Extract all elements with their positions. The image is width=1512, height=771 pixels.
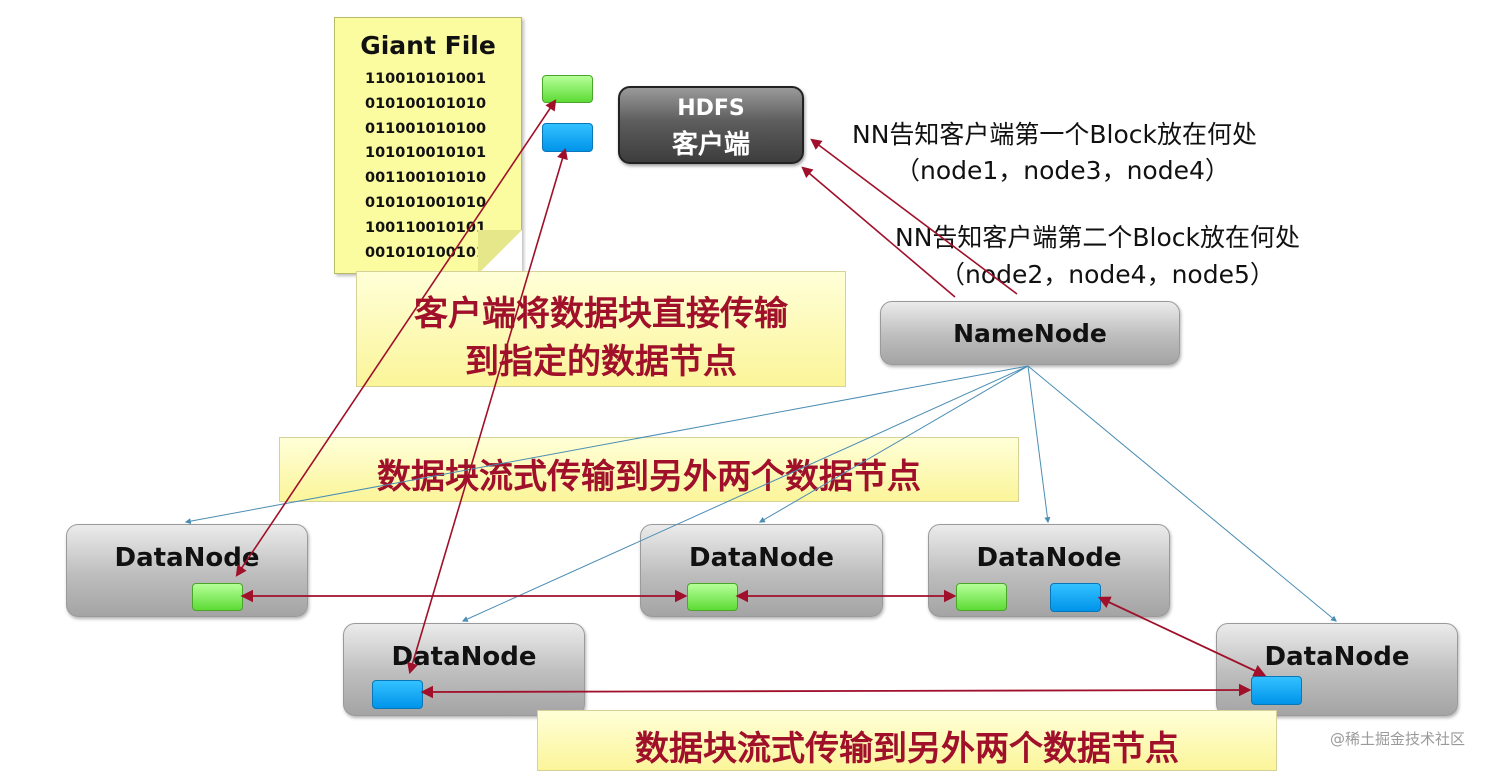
callout-stream-bottom: 数据块流式传输到另外两个数据节点 (537, 710, 1277, 771)
hdfs-client: HDFS 客户端 (618, 86, 804, 164)
note-second-block-nodes: （node2，node4，node5） (940, 260, 1275, 289)
pipeline-dn4-dn5 (1097, 596, 1267, 677)
client-namenode-arrow-1 (801, 166, 956, 298)
hdfs-client-sublabel: 客户端 (671, 130, 750, 160)
hdfs-client-label: HDFS (677, 96, 745, 121)
namenode: NameNode (880, 301, 1180, 365)
namenode-label: NameNode (953, 319, 1107, 348)
nn-link-dn1 (184, 365, 1029, 525)
datanode-label: DataNode (689, 543, 834, 573)
giant-file-title: Giant File (360, 31, 496, 60)
datanode-1-block (192, 583, 243, 611)
client-namenode-arrow-2 (810, 138, 1018, 295)
nn-link-dn4 (1027, 365, 1051, 524)
block2-to-dn2-arrow (407, 147, 568, 675)
datanode-4-block-2 (1050, 583, 1101, 612)
note-second-block: NN告知客户端第二个Block放在何处 (895, 223, 1301, 252)
block1-to-dn1-arrow (235, 99, 557, 577)
watermark: @稀土掘金技术社区 (1330, 730, 1466, 748)
note-first-block-nodes: （node1，node3，node4） (895, 156, 1230, 185)
pipeline-dn2-dn5 (420, 683, 1252, 699)
bits-line: 110010101001 (365, 71, 487, 87)
nn-link-dn3 (758, 365, 1029, 523)
nn-link-dn2 (461, 365, 1029, 622)
datanode-label: DataNode (1264, 642, 1410, 672)
callout-stream-bottom-text: 数据块流式传输到另外两个数据节点 (635, 729, 1179, 769)
datanode-label: DataNode (976, 543, 1122, 573)
datanode-5-block (1251, 676, 1302, 705)
nn-link-dn5 (1027, 365, 1337, 622)
note-first-block: NN告知客户端第一个Block放在何处 (852, 120, 1258, 149)
datanode-label: DataNode (114, 543, 260, 573)
source-block-1 (542, 75, 593, 103)
